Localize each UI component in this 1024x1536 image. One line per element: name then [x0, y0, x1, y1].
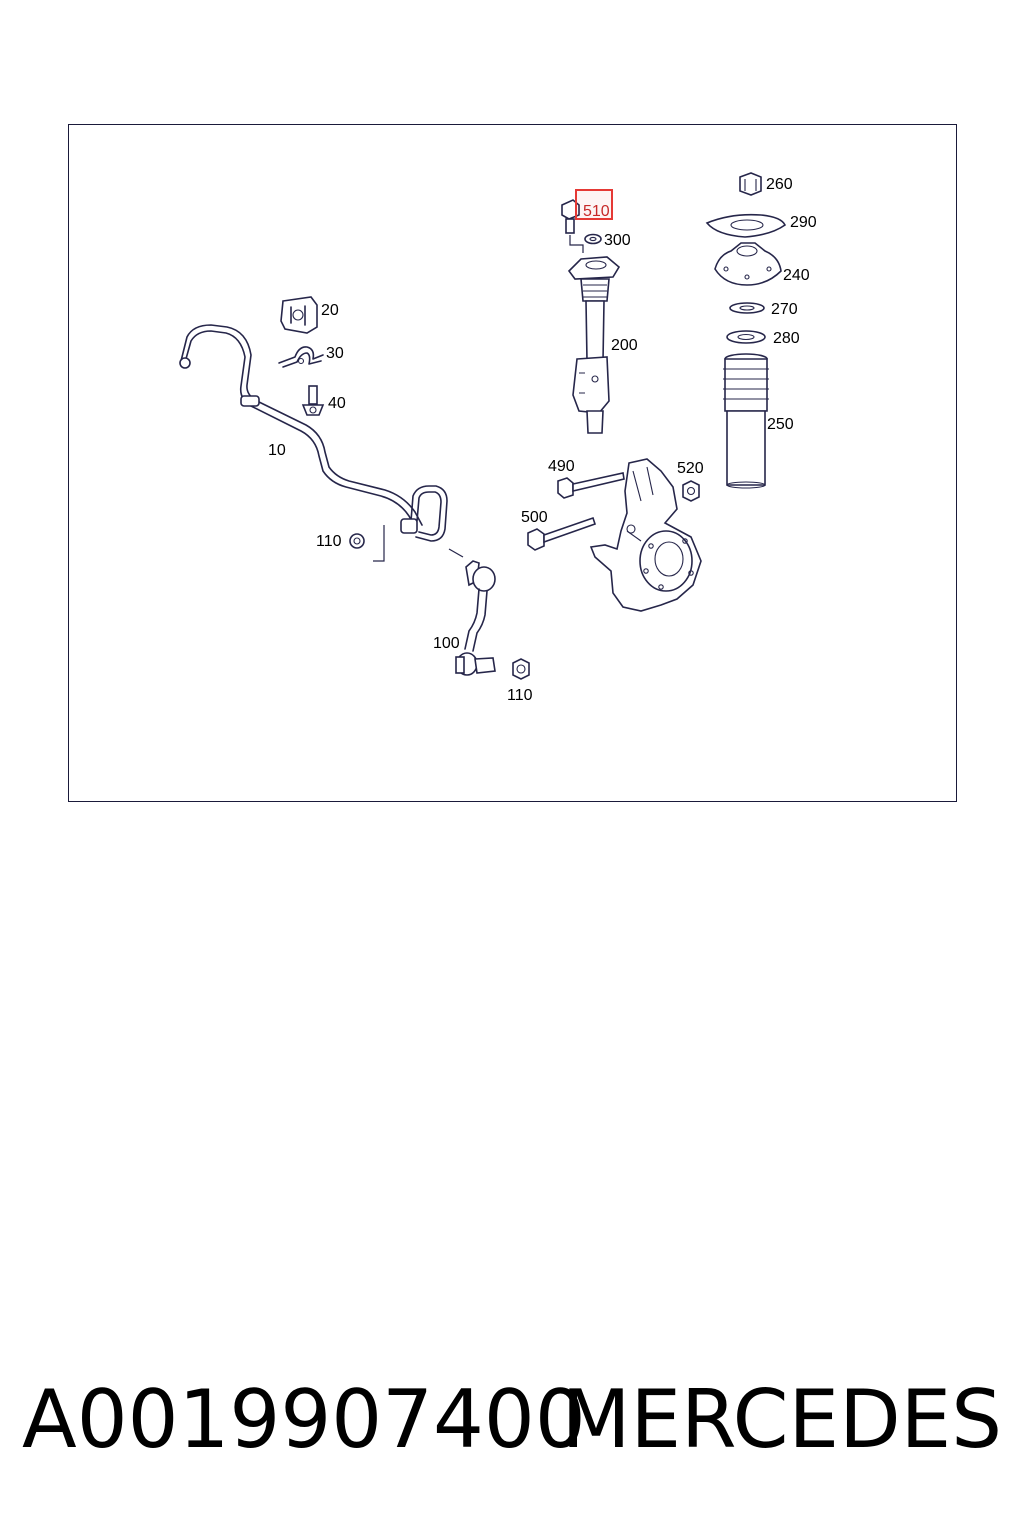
nut-520 [682, 480, 700, 502]
highlight-box-510 [575, 189, 613, 220]
strut-mount-240 [714, 242, 782, 286]
stabilizer-bar [179, 324, 464, 562]
nut-110-left [349, 533, 365, 549]
callout-510: 510 [583, 203, 610, 220]
callout-250: 250 [767, 416, 794, 433]
shock-absorber [567, 256, 621, 434]
callout-20: 20 [321, 302, 339, 319]
bolt-40 [301, 385, 325, 416]
bolt-510 [561, 199, 584, 253]
parts-diagram: 10 20 30 40 110 100 110 510 300 200 260 … [179, 172, 817, 704]
bearing-280 [726, 330, 766, 344]
bolt-490 [557, 472, 625, 499]
callout-30: 30 [326, 345, 344, 362]
part-number: A0019907400 [22, 1373, 586, 1466]
callout-290: 290 [790, 214, 817, 231]
callout-280: 280 [773, 330, 800, 347]
nut-260 [739, 172, 762, 196]
bolt-500 [527, 516, 597, 551]
callout-40: 40 [328, 395, 346, 412]
nut-110-bottom [512, 658, 530, 680]
callout-260: 260 [766, 176, 793, 193]
callout-240: 240 [783, 267, 810, 284]
stabilizer-link [455, 560, 496, 676]
washer-300 [584, 233, 602, 245]
parts-diagram-frame: 10 20 30 40 110 100 110 510 300 200 260 … [68, 124, 957, 802]
dust-boot-250 [723, 353, 769, 489]
callout-100: 100 [433, 635, 460, 652]
callout-110-bottom: 110 [507, 687, 533, 704]
steering-knuckle [589, 458, 702, 612]
callout-490: 490 [548, 458, 575, 475]
gasket-290 [705, 213, 787, 238]
callout-10: 10 [268, 442, 286, 459]
brand-name: MERCEDES [561, 1373, 1002, 1466]
bushing-part [280, 296, 318, 334]
caption-bar: A0019907400 MERCEDES [0, 1370, 1024, 1470]
bracket-part [278, 346, 324, 368]
ring-270 [729, 302, 765, 314]
callout-200: 200 [611, 337, 638, 354]
callout-270: 270 [771, 301, 798, 318]
callout-500: 500 [521, 509, 548, 526]
callout-300: 300 [604, 232, 631, 249]
callout-520: 520 [677, 460, 704, 477]
callout-110-left: 110 [316, 533, 342, 550]
